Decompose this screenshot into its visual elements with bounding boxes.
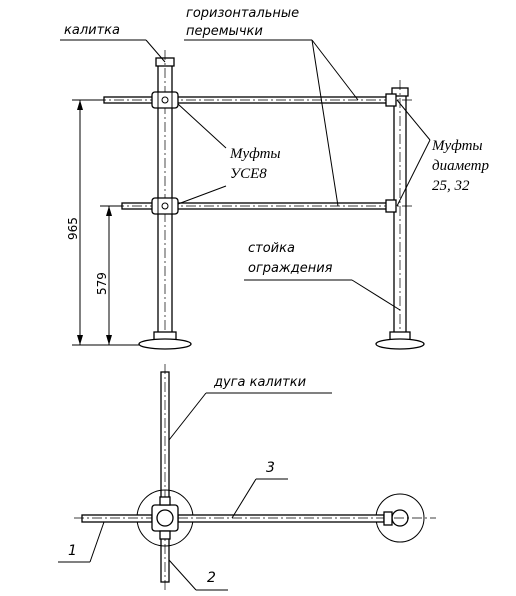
crossbars-label-line1: горизонтальные — [186, 6, 299, 21]
post-label-line1: стойка — [248, 241, 295, 256]
elevation-view: 965 579 калитка горизонтальные перемычки… — [60, 6, 489, 350]
post-label: стойка ограждения — [244, 241, 401, 311]
couplings-uce8-line1: Муфты — [229, 146, 281, 162]
callout-3-text: 3 — [266, 460, 275, 476]
callout-2: 2 — [168, 559, 228, 591]
couplings-uce8-line2: УСЕ8 — [230, 166, 267, 182]
couplings-diameter-line2: диаметр — [432, 158, 489, 174]
plan-left-bar — [74, 514, 153, 523]
callout-3: 3 — [231, 460, 288, 519]
crossbars-label-line2: перемычки — [186, 24, 263, 39]
couplings-uce8-label: Муфты УСЕ8 — [177, 103, 281, 205]
couplings-diameter-line3: 25, 32 — [432, 178, 470, 194]
gate-arc — [160, 364, 170, 590]
fence-post — [375, 80, 425, 350]
coupling-diameter-lower — [385, 199, 397, 213]
dimension-579-text: 579 — [95, 272, 109, 295]
dimension-965-text: 965 — [66, 217, 80, 240]
gate-arc-label: дуга калитки — [168, 375, 332, 441]
callout-1-text: 1 — [68, 543, 77, 559]
upper-crossbar — [96, 96, 414, 104]
callout-2-text: 2 — [207, 570, 216, 586]
post-label-line2: ограждения — [248, 261, 333, 276]
couplings-diameter-line1: Муфты — [431, 138, 483, 154]
crossbars-label: горизонтальные перемычки — [184, 6, 359, 207]
callout-1: 1 — [58, 521, 105, 563]
plan-coupling — [151, 496, 179, 540]
gate-label: калитка — [60, 23, 166, 63]
coupling-diameter-upper — [385, 93, 397, 107]
dimension-965: 965 — [66, 99, 140, 346]
dimension-579: 579 — [95, 205, 122, 345]
plan-view: дуга калитки 1 2 3 — [58, 364, 436, 591]
gate-arc-label-text: дуга калитки — [213, 375, 306, 390]
couplings-diameter-label: Муфты диаметр 25, 32 — [396, 99, 489, 207]
coupling-uce8-upper — [151, 91, 179, 109]
coupling-uce8-lower — [151, 197, 179, 215]
gate-label-text: калитка — [64, 23, 120, 38]
